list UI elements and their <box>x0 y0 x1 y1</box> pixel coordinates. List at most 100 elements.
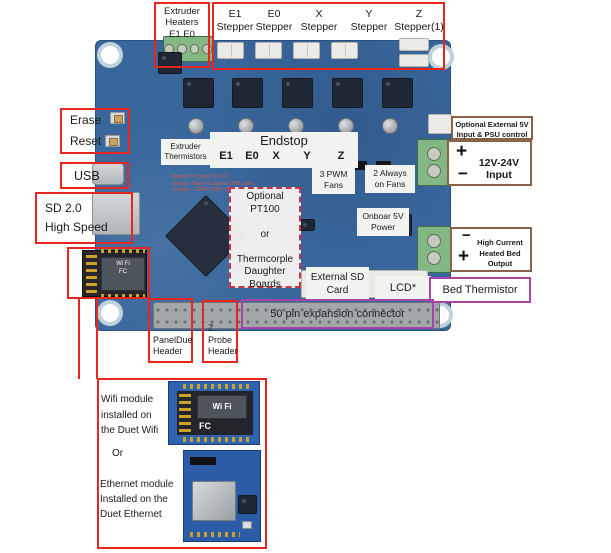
connector-strip <box>190 457 216 465</box>
wifi-module-onboard: Wi Fi FC <box>82 249 147 298</box>
minus-sign: − <box>458 164 468 183</box>
terminal-screw <box>202 44 212 54</box>
stepper-connector-x <box>293 42 320 59</box>
wifi-note: Wifi module installed on the Duet Wifi <box>101 394 159 436</box>
stepper-driver-chip <box>332 78 363 108</box>
stepper-label-z: Z Stepper(1) <box>394 8 444 33</box>
reset-button-component <box>105 135 120 147</box>
reset-label: Reset <box>70 134 102 148</box>
smd-component <box>242 521 252 529</box>
zprobe-label: Z Probe Header <box>208 323 238 356</box>
fcc-mark: FC <box>119 268 127 275</box>
stepper-driver-chip <box>282 78 313 108</box>
stepper-driver-chip <box>232 78 263 108</box>
heated-bed-label: High Current Heated Bed Output <box>477 238 523 268</box>
stepper-connector-z1 <box>399 38 429 51</box>
mounting-hole <box>97 42 123 68</box>
endstop-pin-y: Y <box>303 150 311 162</box>
stepper-driver-chip <box>183 78 214 108</box>
ethernet-chip <box>238 495 257 514</box>
callout-erase-reset: Erase Reset <box>60 108 130 154</box>
callout-wifi-module-outline <box>67 247 150 299</box>
or-label: Or <box>112 448 124 459</box>
endstop-labels: Endstop E1 E0 X Y Z <box>210 132 358 168</box>
label-external-sd: External SD Card <box>306 267 369 300</box>
gold-pins <box>183 437 249 442</box>
plus-sign: + <box>456 141 468 162</box>
silkscreen-text: Based On Duet2 V1.03 Design: David Crock… <box>172 174 254 193</box>
callout-paneldue: PanelDue Header <box>148 298 193 363</box>
endstop-title: Endstop <box>260 133 308 148</box>
callout-connector-line <box>96 299 98 379</box>
callout-expansion: 50 pin expansion connector <box>241 299 434 329</box>
terminal-screw <box>189 44 200 54</box>
extruder-heaters-label: Extruder Heaters E1 E0 <box>164 6 200 40</box>
callout-power-input: + − 12V-24V Input <box>447 140 532 186</box>
gold-pins <box>190 532 240 537</box>
label-endstop-group <box>210 132 358 168</box>
mounting-hole <box>97 300 123 326</box>
stepper-connector-y <box>331 42 358 59</box>
stepper-label-e1: E1 Stepper <box>216 8 254 33</box>
power-input-label: 12V-24V Input <box>478 157 520 181</box>
ethernet-note: Ethernet module Installed on the Duet Et… <box>100 479 174 520</box>
endstop-pin-x: X <box>272 150 280 162</box>
power-input-terminal <box>417 139 451 186</box>
callout-wifi-ethernet-modules <box>97 378 267 549</box>
wifi-logo-text: Wi Fi <box>116 261 130 267</box>
endstop-pin-e1: E1 <box>219 150 233 162</box>
label-pwm-fans: 3 PWM Fans <box>312 166 355 194</box>
wifi-logo-text: Wi Fi <box>212 402 232 411</box>
stepper-label-y: Y Stepper <box>350 8 388 33</box>
mosfet <box>158 52 182 74</box>
stepper-connector-e0 <box>255 42 282 59</box>
callout-steppers: E1 Stepper E0 Stepper X Stepper Y Steppe… <box>212 2 445 70</box>
sd-label: SD 2.0 High Speed <box>45 201 108 235</box>
callout-connector-line <box>78 299 80 379</box>
callout-zprobe: Z Probe Header <box>202 300 238 363</box>
endstop-pin-z: Z <box>337 150 345 162</box>
terminal-screw <box>427 234 441 248</box>
wifi-antenna <box>179 394 191 432</box>
endstop-pin-e0: E0 <box>245 150 259 162</box>
erase-label: Erase <box>70 113 102 127</box>
mosfet <box>299 219 315 231</box>
stepper-connector-e1 <box>217 42 244 59</box>
usb-label: USB <box>74 169 100 183</box>
label-optional-daughter-boards: Optional PT100 or Thermcorple Daughter B… <box>229 187 301 290</box>
capacitor <box>382 118 398 134</box>
heated-bed-terminal <box>417 226 451 273</box>
wifi-antenna <box>86 255 97 293</box>
expansion-connector <box>153 302 440 329</box>
ethernet-module-photo <box>183 450 261 542</box>
callout-bed-thermistor: Bed Thermistor <box>429 277 531 303</box>
callout-heated-bed: − + High Current Heated Bed Output <box>450 227 532 272</box>
fcc-mark: FC <box>199 421 211 431</box>
erase-button-component <box>110 112 125 124</box>
fan-connector <box>352 161 367 170</box>
terminal-screw <box>427 164 441 178</box>
wifi-shield: Wi Fi FC <box>101 257 145 291</box>
stepper-label-e0: E0 Stepper <box>255 8 293 33</box>
minus-sign: − <box>462 227 471 244</box>
callout-usb: USB <box>60 162 129 189</box>
ps-on-connector <box>428 114 452 134</box>
label-lcd: LCD* <box>375 276 431 299</box>
label-onboard-5v: Onboar 5V Power <box>357 208 409 236</box>
gold-pins <box>183 384 249 389</box>
ethernet-shield <box>192 481 236 521</box>
stepper-label-x: X Stepper <box>300 8 338 33</box>
capacitor <box>188 118 204 134</box>
paneldue-label: PanelDue Header <box>153 334 193 356</box>
wifi-shield: Wi Fi <box>197 395 247 419</box>
callout-optional-5v: Optional External 5V Input & PSU control <box>451 116 533 140</box>
gold-pins <box>101 294 145 298</box>
plus-sign: + <box>458 246 470 267</box>
callout-sd: SD 2.0 High Speed <box>35 192 133 244</box>
callout-extruder-heaters: Extruder Heaters E1 E0 <box>154 2 210 68</box>
terminal-screw <box>427 147 441 161</box>
wifi-module-photo: Wi Fi FC <box>168 381 260 445</box>
label-always-on-fans: 2 Always on Fans <box>365 165 415 193</box>
gold-pins <box>101 249 145 253</box>
stepper-driver-chip <box>382 78 413 108</box>
